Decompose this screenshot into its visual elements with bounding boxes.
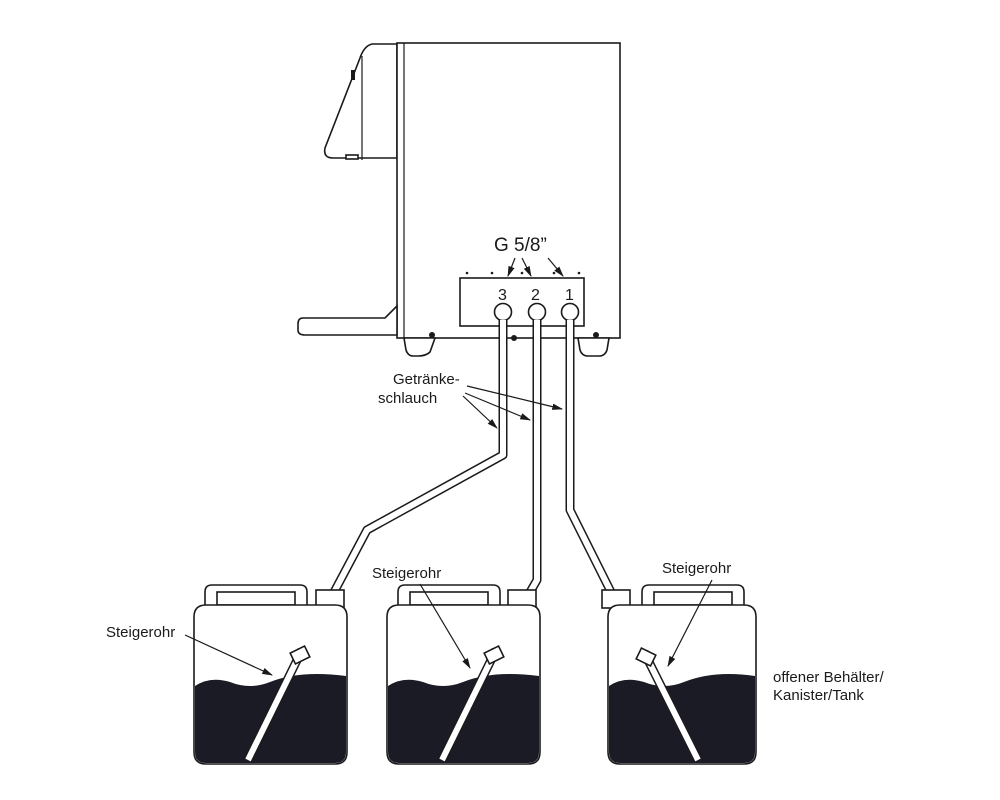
- container-1-clamp: [289, 645, 311, 665]
- dispenser-unit: 3 2 1 G 5/8”: [297, 42, 621, 357]
- container-3: [601, 584, 757, 765]
- hose-label-line2: schlauch: [378, 390, 437, 407]
- container-1-handle-hole: [216, 591, 296, 606]
- port-fitting-3: [493, 302, 513, 322]
- port-label-1: 1: [565, 287, 574, 304]
- dispenser-head: [323, 43, 398, 159]
- port-label-3: 3: [498, 287, 507, 304]
- container-3-riser-tube: [639, 649, 703, 763]
- riser-label-1: Steigerohr: [106, 624, 175, 641]
- port-fitting-2: [527, 302, 547, 322]
- port-fitting-1: [560, 302, 580, 322]
- container-1: [193, 584, 348, 765]
- container-2: [386, 584, 541, 765]
- hose-arrow-3: [462, 395, 498, 429]
- head-switch: [351, 70, 355, 80]
- hose-arrow-1: [466, 385, 564, 410]
- container-2-riser-tube: [437, 648, 501, 762]
- riser-arrow-1: [184, 634, 273, 676]
- riser-arrow-3: [667, 579, 713, 667]
- thread-arrow-1: [547, 257, 564, 277]
- container-2-clamp: [483, 645, 505, 665]
- hose-label-line1: Getränke-: [393, 371, 460, 388]
- drip-tray: [297, 304, 398, 336]
- riser-label-3: Steigerohr: [662, 560, 731, 577]
- screw: [593, 332, 599, 338]
- container-3-handle-hole: [653, 591, 733, 606]
- foot-right: [577, 337, 610, 357]
- hose-arrow-2: [464, 392, 531, 421]
- container-label-line2: Kanister/Tank: [773, 687, 864, 704]
- thread-arrow-2: [521, 257, 532, 277]
- container-2-handle-hole: [409, 591, 489, 606]
- thread-label: G 5/8”: [494, 235, 547, 256]
- port-label-2: 2: [531, 287, 540, 304]
- head-button: [345, 154, 359, 160]
- foot-left: [403, 337, 437, 357]
- thread-arrow-3: [507, 257, 516, 278]
- screw: [511, 335, 517, 341]
- container-1-riser-tube: [243, 648, 307, 762]
- container-3-clamp: [635, 647, 657, 667]
- screw: [429, 332, 435, 338]
- riser-arrow-2: [419, 583, 471, 669]
- container-label-line1: offener Behälter/: [773, 669, 884, 686]
- riser-label-2: Steigerohr: [372, 565, 441, 582]
